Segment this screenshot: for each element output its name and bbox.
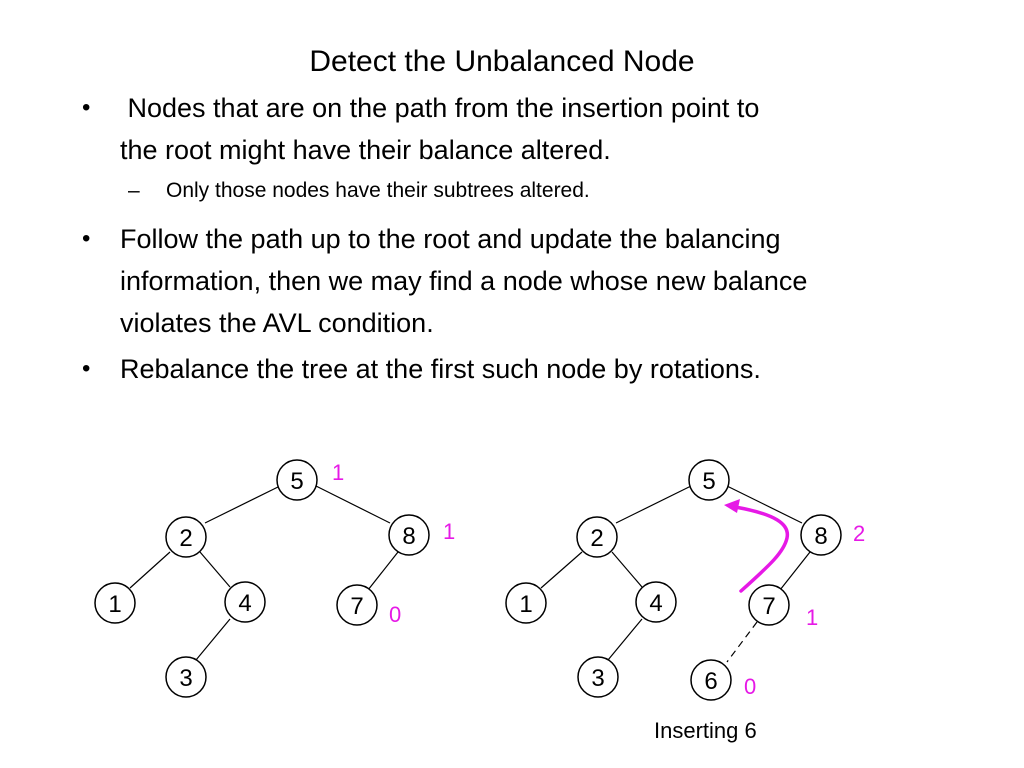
edge-5-2 [615, 485, 692, 524]
bullet-mark: • [82, 355, 91, 382]
bullet-2: • Follow the path up to the root and upd… [82, 218, 808, 344]
node-label: 8 [814, 523, 827, 550]
tree-after-node-5: 5 [688, 459, 730, 501]
path-up-arrow-icon [724, 499, 790, 593]
tree-after-node-7: 7 [748, 584, 790, 626]
node-label: 1 [519, 591, 532, 618]
node-label: 2 [179, 525, 192, 552]
bullet-2-line-2: information, then we may find a node who… [120, 266, 808, 296]
edge-4-3 [195, 618, 231, 661]
edge-5-8 [315, 485, 391, 524]
node-label: 4 [649, 590, 662, 617]
bullet-mark: • [82, 225, 91, 252]
tree-before-node-2: 2 [165, 516, 207, 558]
bullet-1: • Nodes that are on the path from the in… [82, 87, 760, 171]
bullet-2-line-3: violates the AVL condition. [120, 308, 434, 338]
edge-7-6-new [726, 621, 758, 663]
tree-before-node-5: 5 [276, 459, 318, 501]
edge-5-8 [726, 485, 803, 524]
edge-8-7 [779, 551, 811, 591]
bullet-2-line-1: Follow the path up to the root and updat… [120, 224, 781, 254]
tree-after-node-1: 1 [505, 582, 547, 624]
balance-label-6: 0 [744, 674, 756, 699]
tree-before-node-1: 1 [94, 582, 136, 624]
edge-2-4 [199, 551, 231, 588]
node-label: 3 [591, 665, 604, 692]
tree-after-node-6-inserted: 6 [690, 659, 732, 701]
bullet-1-line-2: the root might have their balance altere… [120, 135, 611, 165]
tree-after-edges [540, 485, 811, 663]
node-label: 5 [702, 468, 715, 495]
edge-2-1 [129, 551, 171, 589]
balance-label-8: 1 [443, 519, 455, 544]
bullet-mark: • [82, 94, 91, 121]
node-label: 4 [238, 590, 251, 617]
tree-after-node-4: 4 [635, 581, 677, 623]
bullet-3-line-1: Rebalance the tree at the first such nod… [120, 354, 761, 384]
tree-before-node-7: 7 [336, 584, 378, 626]
tree-before-node-4: 4 [224, 581, 266, 623]
node-label: 5 [290, 468, 303, 495]
node-label: 7 [762, 593, 775, 620]
sub-bullet-text: Only those nodes have their subtrees alt… [166, 179, 590, 202]
tree-after-node-2: 2 [576, 516, 618, 558]
sub-bullet: – Only those nodes have their subtrees a… [128, 175, 590, 207]
balance-label-7: 0 [389, 602, 401, 627]
bullet-1-line-1: Nodes that are on the path from the inse… [120, 93, 760, 123]
edge-8-7 [367, 551, 399, 591]
edge-4-3 [607, 618, 643, 661]
sub-bullet-mark: – [128, 179, 140, 202]
slide-title: Detect the Unbalanced Node [309, 45, 695, 78]
balance-label-7: 1 [806, 605, 818, 630]
node-label: 7 [350, 593, 363, 620]
balance-label-5: 1 [332, 460, 344, 485]
tree-before-node-8: 8 [388, 514, 430, 556]
node-label: 1 [108, 591, 121, 618]
node-label: 6 [704, 668, 717, 695]
node-label: 8 [402, 523, 415, 550]
node-label: 3 [179, 665, 192, 692]
node-label: 2 [590, 525, 603, 552]
edge-2-1 [540, 551, 583, 589]
bullet-3: • Rebalance the tree at the first such n… [82, 348, 761, 390]
balance-label-8: 2 [853, 521, 865, 546]
edge-5-2 [204, 485, 281, 524]
tree-before-node-3: 3 [165, 656, 207, 698]
tree-after-node-3: 3 [577, 656, 619, 698]
edge-2-4 [611, 551, 643, 588]
figure-caption: Inserting 6 [654, 718, 757, 743]
tree-after-node-8: 8 [800, 514, 842, 556]
tree-before-edges [129, 485, 399, 661]
